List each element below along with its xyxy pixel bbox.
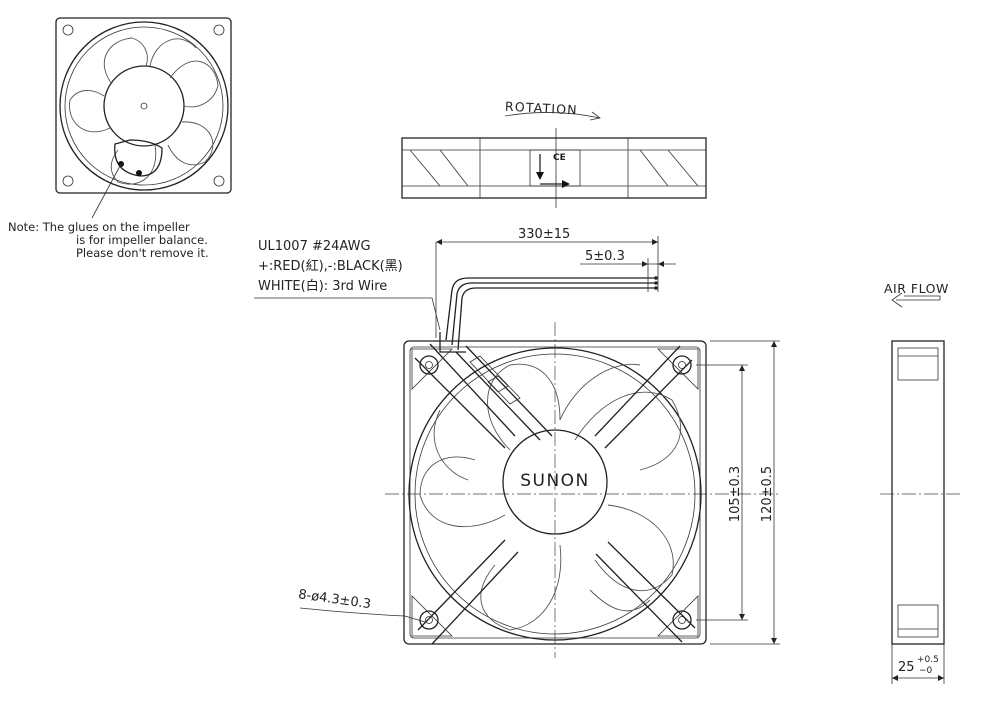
glue-dot-2 (136, 170, 142, 176)
wire-third-line: WHITE(白): 3rd Wire (258, 278, 387, 294)
side-view-right: AIR FLOW 25 +0.5 −0 (880, 281, 960, 684)
strip-length-dim: 5±0.3 (580, 249, 676, 292)
back-blades (69, 37, 219, 185)
note-line-3: Please don't remove it. (76, 246, 209, 260)
wire-colors-line: +:RED(紅),-:BLACK(黑) (258, 259, 403, 274)
depth-base-label: 25 (898, 660, 915, 675)
frame-size-label: 120±0.5 (760, 466, 775, 522)
frame-size-dim: 120±0.5 (710, 340, 780, 645)
note-text: Note: The glues on the impeller is for i… (8, 220, 209, 260)
lead-length-dim: 330±15 (435, 227, 659, 338)
impeller-blades (419, 363, 681, 631)
depth-tol-upper: +0.5 (917, 655, 939, 665)
air-flow-label: AIR FLOW (884, 281, 949, 296)
note-line-1: Note: The glues on the impeller (8, 220, 190, 234)
hole-pitch-label: 105±0.3 (728, 466, 743, 522)
wire-spec-line: UL1007 #24AWG (258, 239, 371, 254)
lead-wires (445, 276, 658, 351)
back-view (55, 17, 232, 219)
side-view-top: ROTATION CE (401, 99, 707, 208)
hub (502, 429, 608, 535)
wire-spec: UL1007 #24AWG +:RED(紅),-:BLACK(黑) WHITE(… (258, 239, 403, 294)
depth-tol-lower: −0 (919, 666, 933, 676)
brand-label: SUNON (520, 471, 590, 491)
ce-mark: CE (553, 153, 566, 163)
front-view: SUNON (385, 322, 780, 658)
strip-length-label: 5±0.3 (585, 249, 625, 264)
lead-length-label: 330±15 (518, 227, 570, 242)
frame-struts (414, 343, 696, 645)
hole-pitch-dim: 105±0.3 (696, 364, 748, 621)
note-line-2: is for impeller balance. (76, 233, 208, 247)
holes-callout: 8-ø4.3±0.3 (297, 587, 426, 623)
